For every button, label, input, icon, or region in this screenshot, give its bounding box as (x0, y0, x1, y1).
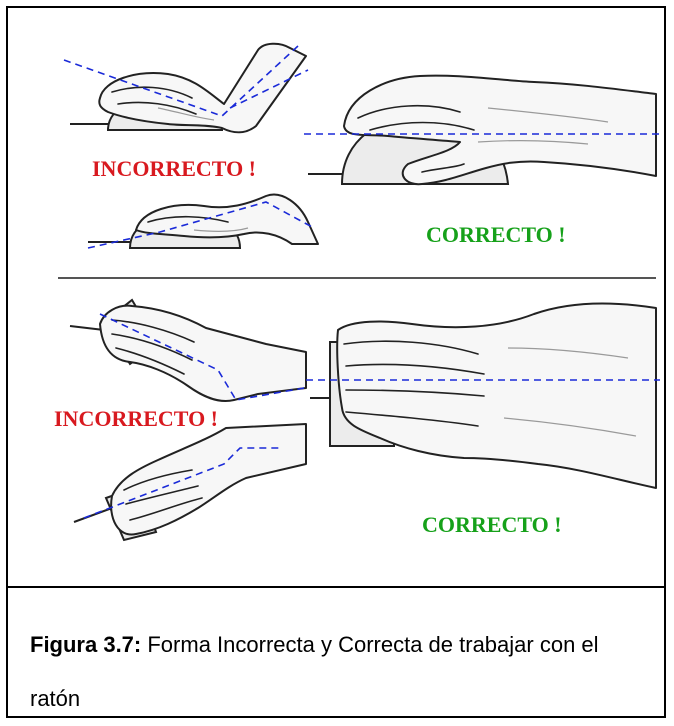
label-incorrect-bottom: INCORRECTO ! (54, 406, 218, 431)
hand-incorrect-bottom-2 (73, 423, 307, 542)
caption-text: Forma Incorrecta y Correcta de trabajar … (30, 632, 599, 711)
figure-illustration: INCORRECTO ! CORRECTO ! (8, 8, 664, 586)
hand-correct-top (304, 74, 660, 186)
mouse-posture-illustration: INCORRECTO ! CORRECTO ! (54, 42, 660, 542)
label-correct-bottom: CORRECTO ! (422, 512, 562, 537)
caption-separator (8, 586, 664, 588)
label-correct-top: CORRECTO ! (426, 222, 566, 247)
figure-caption: Figura 3.7: Forma Incorrecta y Correcta … (30, 618, 650, 726)
hand-incorrect-top-1 (63, 42, 309, 134)
hand-correct-bottom (306, 302, 660, 489)
figure-frame: INCORRECTO ! CORRECTO ! (6, 6, 666, 718)
label-incorrect-top: INCORRECTO ! (92, 156, 256, 181)
caption-label: Figura 3.7: (30, 632, 142, 657)
hand-incorrect-top-2 (87, 193, 319, 249)
hand-incorrect-bottom-1 (69, 298, 307, 402)
